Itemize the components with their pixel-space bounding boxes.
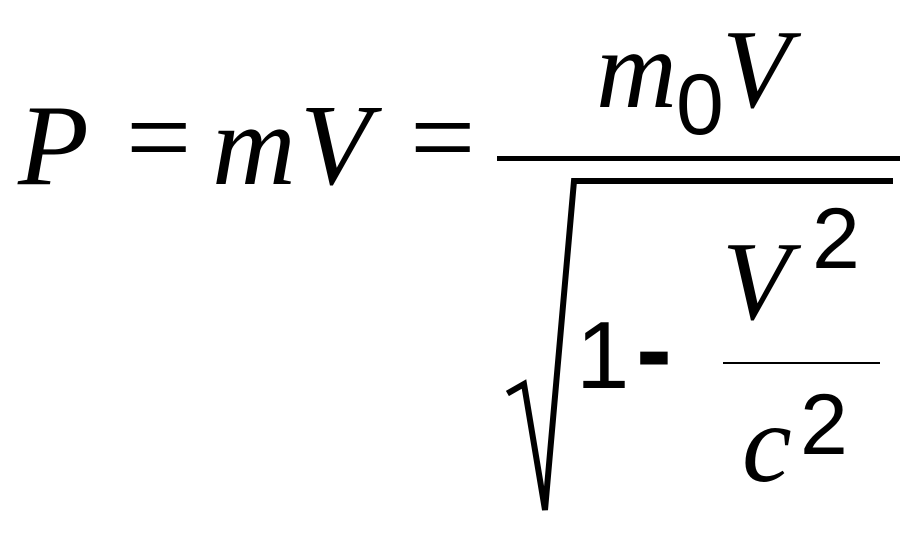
mass-symbol: m	[212, 82, 296, 210]
minus-sign: -	[636, 288, 672, 409]
rest-mass-subscript: 0	[676, 57, 724, 153]
momentum-symbol: P	[18, 82, 89, 210]
equals-sign-2: =	[410, 74, 476, 202]
equals-sign-1: =	[126, 74, 192, 202]
numerator-velocity-symbol: V	[722, 8, 791, 132]
velocity-symbol: V	[300, 82, 371, 210]
main-fraction-bar	[497, 156, 900, 161]
light-speed-exponent: 2	[800, 377, 848, 473]
inner-fraction-bar	[723, 362, 880, 364]
velocity-exponent: 2	[812, 191, 860, 287]
inner-velocity-symbol: V	[722, 220, 791, 344]
radicand-one: 1	[576, 302, 630, 409]
light-speed-symbol: c	[742, 382, 792, 506]
numerator-mass-symbol: m	[596, 8, 677, 132]
